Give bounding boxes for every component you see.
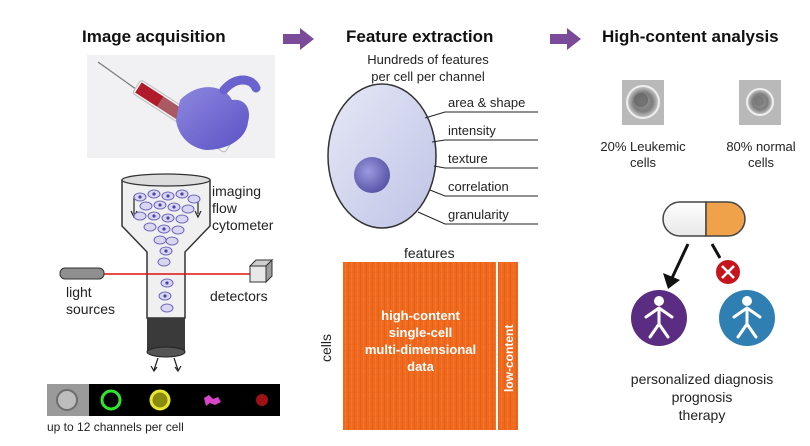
normal-caption: 80% normal cells (718, 139, 804, 171)
section-arrow-2 (550, 28, 581, 50)
feature-texture: texture (448, 151, 488, 166)
matrix-text-line-1: high-content (381, 308, 460, 323)
feature-correlation: correlation (448, 179, 509, 194)
cytometer-label-line-1: imaging (212, 183, 262, 199)
light-label-line-1: light (66, 284, 92, 300)
leukemic-caption: 20% Leukemic cells (592, 139, 694, 171)
outcome-caption: personalized diagnosis prognosis therapy (612, 370, 792, 424)
channels-caption: up to 12 channels per cell (47, 420, 184, 434)
heading-high-content-analysis: High-content analysis (602, 27, 779, 46)
outcome-line-3: therapy (678, 407, 726, 423)
extraction-subtitle: Hundreds of features per cell per channe… (348, 51, 508, 85)
flow-cytometer (59, 173, 274, 373)
feature-area-shape: area & shape (448, 95, 526, 110)
matrix-features-label: features (404, 245, 455, 261)
leukemic-cell-image (622, 80, 664, 125)
cytometer-label-line-3: cytometer (212, 217, 274, 233)
outcome-line-2: prognosis (671, 389, 733, 405)
matrix-text-line-2: single-cell (388, 325, 453, 340)
matrix-cells-label: cells (318, 333, 334, 362)
subtitle-line-2: per cell per channel (371, 69, 485, 84)
matrix-low-content-label: low-content (502, 324, 516, 392)
matrix-center-text: high-content single-cell multi-dimension… (348, 307, 493, 375)
patient-blue-icon (719, 290, 775, 346)
patient-purple-icon (631, 290, 687, 346)
subtitle-line-1: Hundreds of features (367, 52, 489, 67)
arrow-to-blue (710, 243, 722, 259)
normal-cell-image (739, 80, 781, 125)
outcome-line-1: personalized diagnosis (630, 371, 774, 387)
channel-strip (47, 384, 280, 416)
feature-cell (327, 83, 538, 229)
light-label-line-2: sources (66, 301, 116, 317)
heading-feature-extraction: Feature extraction (346, 27, 494, 46)
feature-matrix (343, 262, 518, 430)
detectors-label: detectors (210, 288, 268, 304)
matrix-text-line-3: multi-dimensional (364, 342, 477, 357)
feature-granularity: granularity (448, 207, 509, 222)
arrow-to-purple (670, 243, 690, 279)
leukemic-caption-line-2: cells (629, 155, 656, 170)
cytometer-label-line-2: flow (212, 200, 237, 216)
leukemic-caption-line-1: 20% Leukemic (600, 139, 686, 154)
matrix-text-line-4: data (407, 359, 434, 374)
syringe-photo (87, 55, 275, 158)
capsule-icon (662, 201, 746, 237)
feature-intensity: intensity (448, 123, 496, 138)
heading-image-acquisition: Image acquisition (82, 27, 226, 46)
red-x-icon (716, 260, 740, 284)
normal-caption-line-2: cells (747, 155, 774, 170)
cytometer-label: imaging flow cytometer (212, 183, 273, 234)
normal-caption-line-1: 80% normal (726, 139, 796, 154)
section-arrow-1 (283, 28, 314, 50)
light-sources-label: light sources (66, 284, 115, 318)
